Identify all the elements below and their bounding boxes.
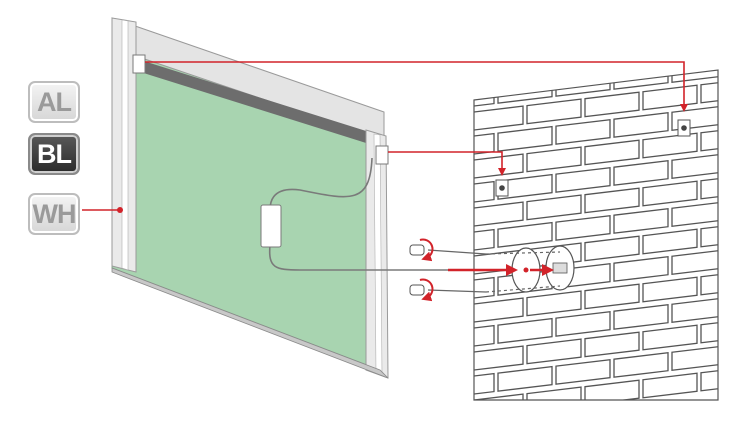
brick: [497, 125, 553, 152]
brick: [701, 30, 750, 54]
screw-upper-icon: [409, 238, 434, 262]
brick: [671, 153, 718, 179]
brick: [730, 243, 750, 267]
brick: [642, 276, 698, 303]
brick: [555, 214, 611, 241]
brick: [474, 372, 495, 399]
brick: [474, 153, 524, 180]
brick: [555, 310, 611, 337]
screw-lower-icon: [409, 278, 434, 302]
brick: [497, 221, 553, 248]
led-driver-box: [260, 204, 282, 248]
brick: [526, 70, 582, 77]
power-cable: [268, 157, 500, 271]
brick: [613, 351, 669, 378]
brick: [556, 24, 610, 48]
brick: [730, 3, 750, 27]
color-option-pointer-dot: [117, 207, 123, 213]
brick: [700, 221, 718, 248]
brick: [526, 338, 582, 365]
brick: [700, 317, 718, 344]
brick: [700, 173, 718, 200]
brick: [613, 207, 669, 234]
brick: [700, 269, 718, 296]
brick: [730, 291, 750, 315]
brick: [671, 345, 718, 371]
brick: [671, 249, 718, 275]
brick: [497, 317, 553, 344]
brick: [672, 10, 726, 34]
color-option-wh-badge: WH: [28, 193, 80, 235]
brick: [474, 276, 495, 303]
brick: [526, 98, 582, 125]
brick: [474, 201, 524, 228]
brick: [555, 166, 611, 193]
brick: [584, 235, 640, 262]
brick: [671, 201, 718, 227]
brick: [700, 125, 718, 152]
brick: [440, 38, 494, 62]
brick: [642, 372, 698, 399]
brick: [498, 31, 552, 55]
brick: [614, 17, 668, 41]
brick: [671, 297, 718, 323]
color-option-al-badge: AL: [28, 81, 80, 123]
brick: [585, 44, 639, 68]
brick: [700, 365, 718, 392]
brick: [613, 159, 669, 186]
brick: [555, 358, 611, 385]
brick: [700, 77, 718, 104]
brick: [584, 139, 640, 166]
brick: [613, 255, 669, 282]
brick: [474, 297, 524, 324]
brick: [584, 379, 640, 400]
brick: [642, 228, 698, 255]
brick: [526, 290, 582, 317]
brick: [584, 283, 640, 310]
screws: [427, 249, 561, 293]
brick: [584, 91, 640, 118]
brick: [584, 331, 640, 358]
brick: [526, 146, 582, 173]
color-option-bl-badge: BL: [28, 133, 80, 175]
brick: [642, 324, 698, 351]
brick: [730, 147, 750, 171]
brick: [584, 187, 640, 214]
brick: [497, 365, 553, 392]
brick: [613, 111, 669, 138]
brick: [730, 339, 750, 363]
brick: [730, 195, 750, 219]
brick: [555, 118, 611, 145]
brick: [474, 393, 524, 400]
brick: [643, 37, 697, 61]
brick: [474, 324, 495, 351]
mirror-back-panel: [111, 17, 389, 379]
brick: [526, 194, 582, 221]
brick-wall: [440, 3, 750, 400]
brick: [474, 180, 495, 207]
brick: [474, 345, 524, 372]
brick: [474, 228, 495, 255]
brick: [613, 303, 669, 330]
brick: [474, 105, 524, 132]
mounting-arrows: [82, 61, 688, 276]
brick: [730, 51, 750, 75]
brick: [642, 180, 698, 207]
brick: [730, 99, 750, 123]
